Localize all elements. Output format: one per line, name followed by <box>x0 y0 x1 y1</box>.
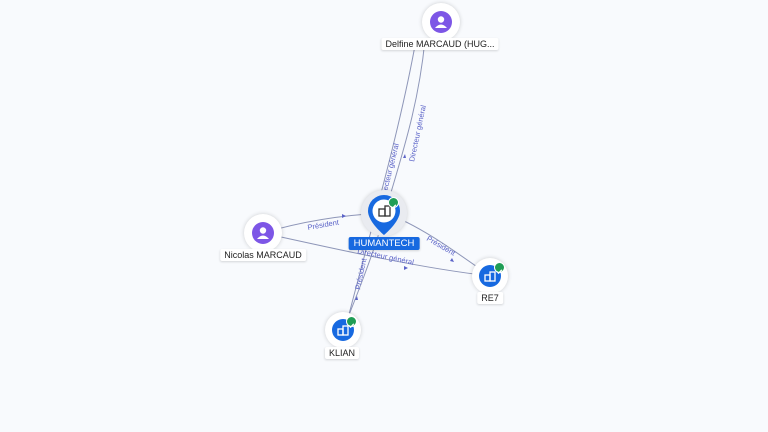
edge-nicolas-re7 <box>262 232 491 277</box>
person-icon <box>430 11 452 33</box>
edge-label-nicolas-humantech: Président <box>307 217 341 232</box>
node-label-klian: KLIAN <box>324 347 360 359</box>
edge-arrow <box>404 266 408 270</box>
edge-arrow <box>355 296 358 300</box>
edge-label-humantech-re7: Président <box>425 234 458 258</box>
node-label-delfine: Delfine MARCAUD (HUG... <box>381 38 499 50</box>
edge-arrow <box>450 258 454 262</box>
node-label-nicolas: Nicolas MARCAUD <box>220 249 306 261</box>
verified-check-icon <box>346 316 357 329</box>
node-label-re7: RE7 <box>477 292 503 304</box>
node-label-humantech: HUMANTECH <box>348 237 420 250</box>
edge-label-delfine-humantech: Directeur général <box>407 104 428 162</box>
edge-arrow <box>342 214 346 218</box>
edge-label-humantech-klian: Président <box>353 257 369 291</box>
verified-check-icon <box>388 197 399 210</box>
building-icon <box>378 205 391 217</box>
verified-check-icon <box>494 262 505 275</box>
edge-arrow <box>403 154 406 158</box>
person-icon <box>252 222 274 244</box>
